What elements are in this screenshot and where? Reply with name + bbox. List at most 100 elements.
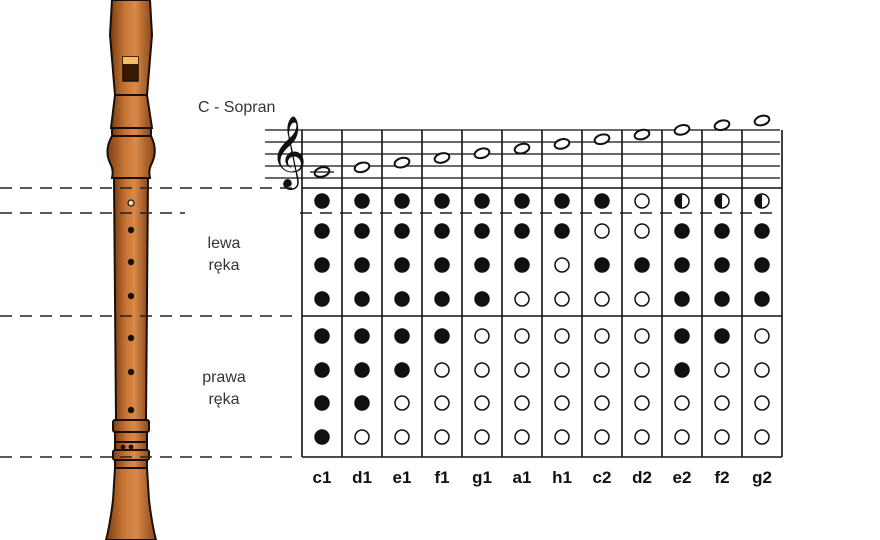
treble-clef-icon: 𝄞 — [270, 114, 307, 190]
hole-open — [714, 395, 730, 411]
hole-closed — [674, 223, 690, 239]
note-label: g2 — [752, 468, 772, 487]
recorder-icon — [104, 0, 158, 540]
hole-open — [754, 362, 770, 378]
staff-note — [713, 119, 731, 132]
note-label: a1 — [513, 468, 532, 487]
hole-markers — [314, 193, 770, 445]
hole-closed — [314, 291, 330, 307]
hole-open — [714, 362, 730, 378]
hole-closed — [674, 291, 690, 307]
hole-closed — [514, 257, 530, 273]
note-label: c1 — [313, 468, 332, 487]
hole-open — [594, 395, 610, 411]
note-label: d1 — [352, 468, 372, 487]
hole-open — [434, 362, 450, 378]
hole-open — [554, 257, 570, 273]
staff-note — [673, 124, 691, 136]
hole-closed — [514, 223, 530, 239]
hole-closed — [314, 223, 330, 239]
hole-closed — [394, 291, 410, 307]
hole-open — [754, 395, 770, 411]
staff-note — [513, 142, 531, 155]
hole-closed — [314, 328, 330, 344]
hole-open — [594, 223, 610, 239]
hole-closed — [514, 193, 530, 209]
hole-closed — [754, 257, 770, 273]
hole-open — [674, 429, 690, 445]
hole-open — [554, 328, 570, 344]
hole-open — [594, 291, 610, 307]
guide-lines — [0, 187, 780, 458]
hole-closed — [354, 328, 370, 344]
hole-closed — [434, 291, 450, 307]
hole-open — [554, 429, 570, 445]
note-label: f2 — [714, 468, 729, 487]
hole-closed — [474, 193, 490, 209]
hole-open — [474, 328, 490, 344]
hole-closed — [434, 328, 450, 344]
note-label: f1 — [434, 468, 449, 487]
hole-closed — [354, 193, 370, 209]
hole-closed — [394, 257, 410, 273]
hole-open — [434, 429, 450, 445]
hole-closed — [674, 257, 690, 273]
hole-open — [514, 362, 530, 378]
right-hand-label: prawa ręka — [202, 369, 246, 408]
hole-open — [554, 395, 570, 411]
music-staff — [265, 129, 780, 179]
hole-open — [514, 291, 530, 307]
hole-closed — [634, 257, 650, 273]
staff-notes — [310, 114, 771, 178]
note-label: e2 — [673, 468, 692, 487]
hole-closed — [394, 362, 410, 378]
hole-open — [634, 395, 650, 411]
note-label: h1 — [552, 468, 572, 487]
hole-open — [474, 395, 490, 411]
hole-half — [674, 193, 690, 209]
hole-closed — [394, 223, 410, 239]
staff-note — [593, 133, 611, 146]
hole-open — [354, 429, 370, 445]
hole-half — [714, 193, 730, 209]
hole-open — [634, 223, 650, 239]
hole-closed — [314, 193, 330, 209]
hole-closed — [754, 291, 770, 307]
hole-closed — [354, 257, 370, 273]
staff-note — [473, 147, 491, 160]
hole-closed — [394, 328, 410, 344]
staff-note — [633, 128, 651, 141]
hole-closed — [354, 395, 370, 411]
hole-closed — [674, 328, 690, 344]
hole-closed — [354, 291, 370, 307]
hole-open — [474, 429, 490, 445]
hole-closed — [674, 362, 690, 378]
hole-closed — [474, 257, 490, 273]
hole-closed — [354, 223, 370, 239]
hole-open — [634, 429, 650, 445]
hole-closed — [714, 223, 730, 239]
hole-closed — [594, 257, 610, 273]
hole-open — [394, 429, 410, 445]
hole-open — [634, 362, 650, 378]
hole-open — [594, 328, 610, 344]
staff-note — [433, 152, 451, 164]
hole-open — [754, 328, 770, 344]
note-label: d2 — [632, 468, 652, 487]
chart-title: C - Sopran — [198, 99, 276, 116]
hole-open — [514, 429, 530, 445]
hole-closed — [474, 291, 490, 307]
staff-note — [753, 114, 771, 127]
hole-closed — [714, 328, 730, 344]
hole-open — [714, 429, 730, 445]
hole-open — [554, 291, 570, 307]
hole-open — [634, 193, 650, 209]
staff-note — [353, 161, 371, 174]
note-label: e1 — [393, 468, 412, 487]
hole-closed — [314, 257, 330, 273]
hole-closed — [434, 257, 450, 273]
hole-open — [594, 429, 610, 445]
left-hand-label: lewa ręka — [207, 235, 241, 274]
